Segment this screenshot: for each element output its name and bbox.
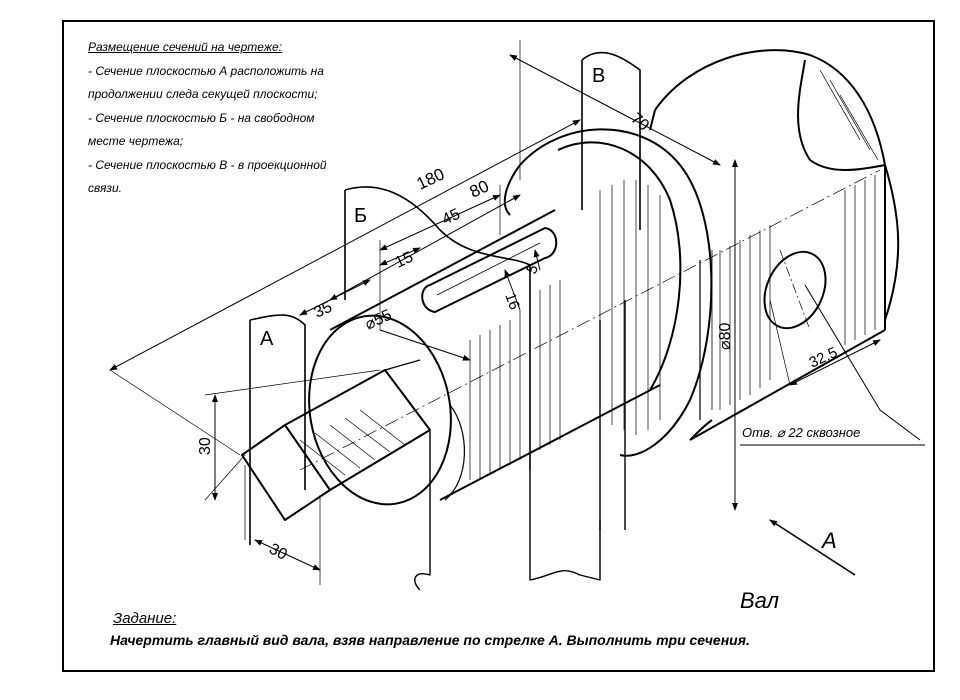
dim-35: 35 bbox=[312, 299, 335, 322]
dim-dia80: ⌀80 bbox=[717, 322, 734, 350]
collar-flange bbox=[503, 128, 713, 457]
notes-title: Размещение сечений на чертеже: bbox=[88, 40, 283, 54]
notes-line: - Сечение плоскостью Б - на свободном bbox=[88, 110, 315, 125]
shaft-head-block bbox=[649, 49, 900, 441]
notes-line: - Сечение плоскостью В - в проекционной bbox=[88, 157, 327, 172]
dim-30-bottom: 30 bbox=[266, 541, 290, 564]
drawing-sheet-frame bbox=[62, 20, 935, 672]
dimension-lines bbox=[109, 40, 925, 585]
dim-70: 70 bbox=[627, 110, 652, 135]
notes-line: месте чертежа; bbox=[88, 134, 184, 148]
section-placement-notes: Размещение сечений на чертеже: - Сечение… bbox=[88, 36, 388, 201]
dim-16: 16 bbox=[501, 291, 523, 312]
task-text: Начертить главный вид вала, взяв направл… bbox=[110, 632, 750, 648]
notes-line: - Сечение плоскостью А расположить на bbox=[88, 63, 324, 78]
notes-line: продолжении следа секущей плоскости; bbox=[88, 87, 318, 101]
hole-note: Отв. ⌀ 22 сквозное bbox=[742, 425, 861, 440]
notes-line: связи. bbox=[88, 181, 122, 195]
cutting-plane-v bbox=[581, 51, 641, 230]
dim-15: 15 bbox=[393, 249, 416, 272]
view-arrow-label: А bbox=[820, 528, 837, 553]
cylinder-d55 bbox=[308, 209, 661, 506]
dim-32-5: 32,5 bbox=[807, 344, 841, 372]
plane-label-v: В bbox=[592, 65, 605, 87]
task-title: Задание: bbox=[113, 610, 177, 627]
block-shading bbox=[719, 69, 879, 410]
dim-30-side: 30 bbox=[197, 437, 214, 455]
dim-180: 180 bbox=[414, 164, 448, 193]
plane-label-a: А bbox=[260, 328, 274, 350]
plane-label-b: Б bbox=[354, 205, 367, 227]
part-name: Вал bbox=[740, 588, 780, 613]
square-shaft-end bbox=[241, 359, 431, 521]
view-direction-arrow bbox=[769, 519, 856, 576]
dim-45: 45 bbox=[440, 206, 463, 229]
cylinder-shading bbox=[469, 280, 561, 480]
dim-80: 80 bbox=[467, 176, 492, 201]
collar-shading bbox=[599, 180, 661, 435]
through-hole bbox=[763, 250, 827, 330]
